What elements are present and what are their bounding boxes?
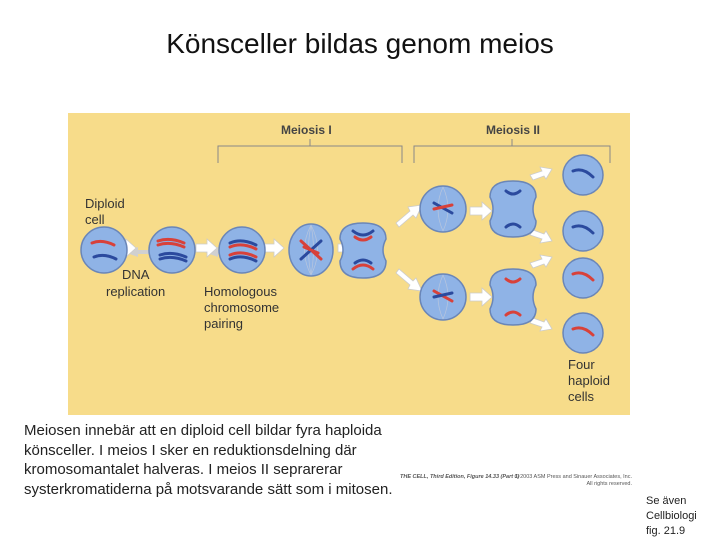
header-meiosis-2: Meiosis II	[486, 123, 540, 137]
meiosis-figure: Meiosis I Meiosis II	[68, 113, 630, 415]
credit-source: THE CELL, Third Edition, Figure 14.33 (P…	[400, 474, 520, 480]
see-also-line-2: Cellbiologi	[646, 510, 697, 522]
label-homologous-3: pairing	[204, 316, 243, 331]
haploid-cell-1	[562, 154, 604, 196]
cells	[80, 154, 604, 354]
pairing-cell	[218, 226, 266, 274]
credit-rights: © 2003 ASM Press and Sinauer Associates,…	[515, 474, 632, 488]
replicated-cell	[148, 226, 196, 274]
stage-brackets	[217, 139, 611, 163]
anaphase-2-cell-b	[489, 268, 537, 326]
see-also-note: Se även Cellbiologi fig. 21.9	[646, 494, 716, 539]
spindles	[304, 186, 449, 320]
label-haploid-2: haploid	[568, 373, 610, 388]
meiosis-diagram: Meiosis I Meiosis II	[80, 123, 611, 404]
see-also-line-3: fig. 21.9	[646, 525, 686, 537]
credit-rights-line-1: © 2003 ASM Press and Sinauer Associates,…	[514, 474, 632, 480]
figure-credit: THE CELL, Third Edition, Figure 14.33 (P…	[400, 474, 632, 487]
label-dna-1: DNA	[122, 267, 150, 282]
credit-rights-line-2: All rights reserved.	[586, 481, 632, 487]
label-homologous-2: chromosome	[204, 300, 279, 315]
label-dna-2: replication	[106, 284, 165, 299]
label-haploid-1: Four	[568, 357, 595, 372]
label-homologous-1: Homologous	[204, 284, 277, 299]
caption-text: Meiosen innebär att en diploid cell bild…	[24, 422, 393, 498]
chromosomes	[90, 168, 595, 337]
haploid-cell-4	[562, 312, 604, 354]
anaphase-2-cell-a	[489, 180, 537, 238]
haploid-cell-2	[562, 210, 604, 252]
anaphase-1-cell	[339, 222, 387, 279]
label-diploid-1: Diploid	[85, 196, 125, 211]
label-haploid-3: cells	[568, 389, 595, 404]
page-title: Könsceller bildas genom meios	[166, 28, 554, 59]
haploid-cell-3	[562, 257, 604, 299]
label-diploid-2: cell	[85, 212, 105, 227]
header-meiosis-1: Meiosis I	[281, 123, 332, 137]
see-also-line-1: Se även	[646, 495, 687, 507]
diploid-cell	[80, 226, 128, 274]
